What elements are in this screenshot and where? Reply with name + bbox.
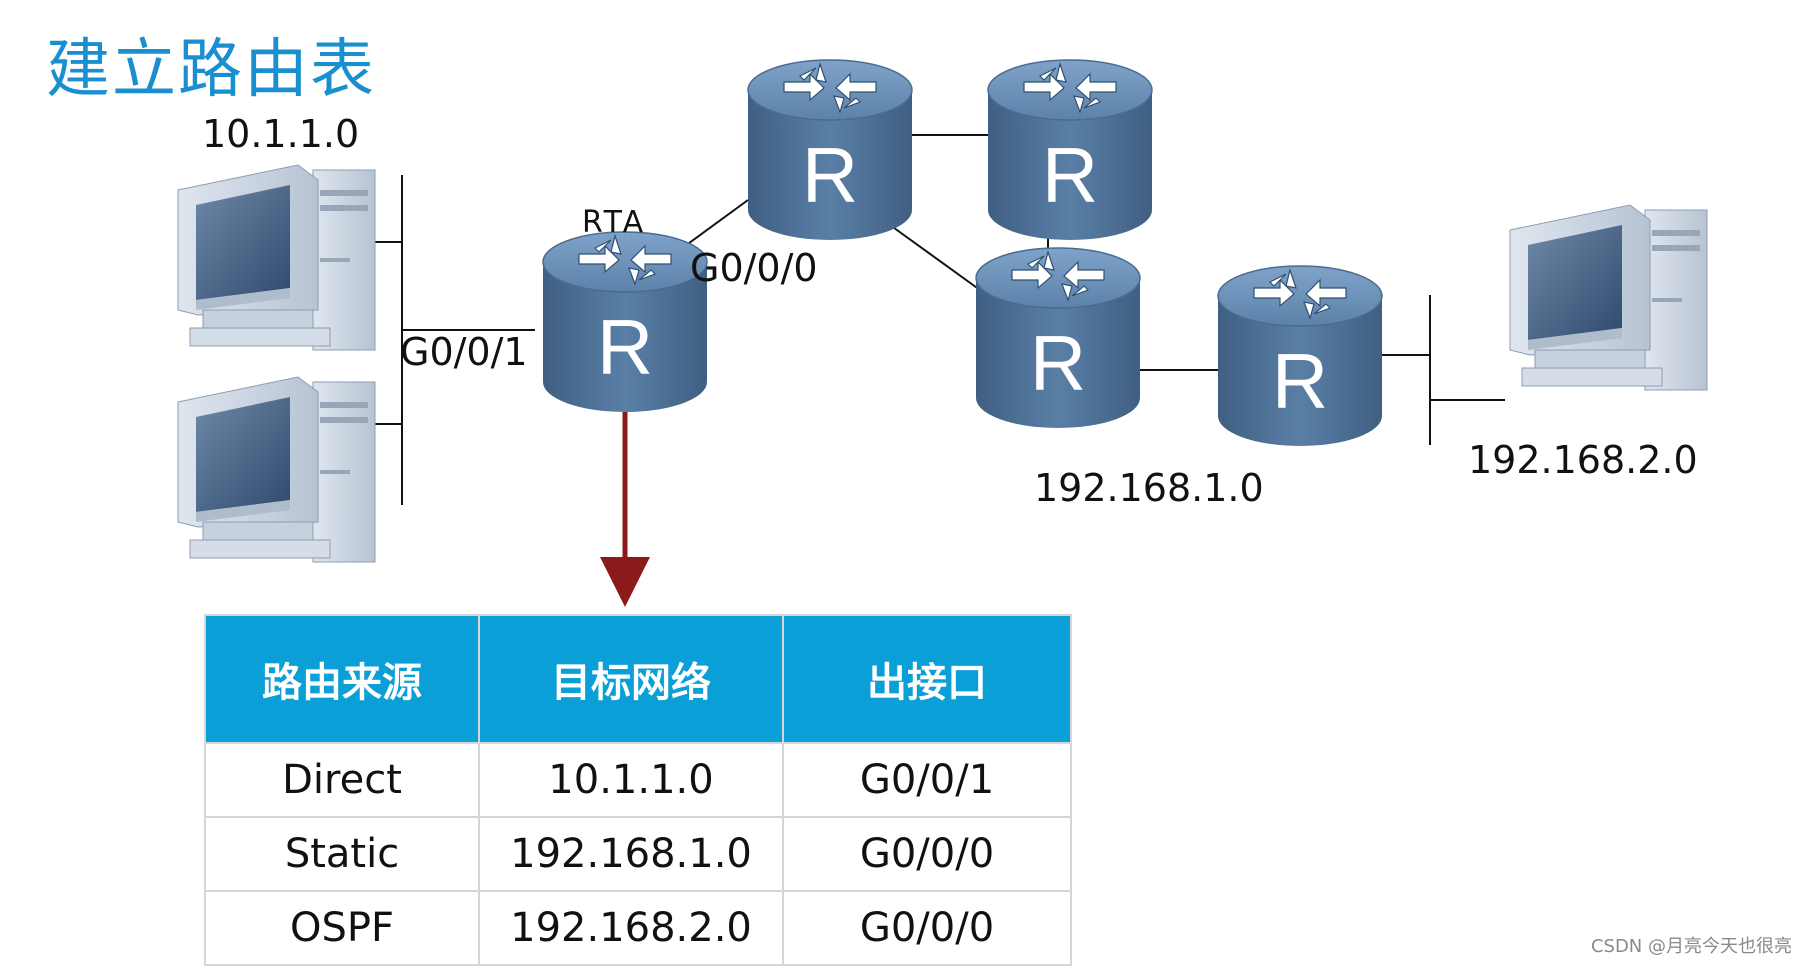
network-label-192-168-2-0: 192.168.2.0 — [1468, 438, 1698, 482]
router-arrows-icon — [1253, 267, 1347, 320]
watermark: CSDN @月亮今天也很亮 — [1590, 936, 1792, 957]
router-core-3: R — [975, 247, 1141, 428]
table-row: Static 192.168.1.0 G0/0/0 — [204, 816, 1072, 892]
page-title: 建立路由表 — [46, 33, 376, 107]
column-header: 出接口 — [782, 614, 1072, 744]
router-core-2: R — [987, 59, 1153, 240]
router-arrows-icon — [1023, 61, 1117, 114]
link-r1-r3 — [889, 224, 981, 291]
table-header-row: 路由来源 目标网络 出接口 — [204, 614, 1072, 744]
outgoing-interface: G0/0/0 — [782, 816, 1072, 892]
destination-network: 192.168.1.0 — [478, 816, 784, 892]
pc-icon — [177, 164, 376, 351]
table-row: OSPF 192.168.2.0 G0/0/0 — [204, 890, 1072, 966]
route-source: OSPF — [204, 890, 480, 966]
router-arrows-icon — [578, 233, 672, 286]
network-label-192-168-1-0: 192.168.1.0 — [1034, 466, 1264, 510]
route-source: Static — [204, 816, 480, 892]
router-rta: R — [542, 231, 708, 412]
router-arrows-icon — [1011, 249, 1105, 302]
router-glyph: R — [1042, 131, 1098, 219]
router-glyph: R — [802, 131, 858, 219]
destination-network: 192.168.2.0 — [478, 890, 784, 966]
router-edge: R — [1217, 265, 1383, 446]
router-glyph: R — [597, 303, 653, 391]
table-row: Direct 10.1.1.0 G0/0/1 — [204, 742, 1072, 818]
route-source: Direct — [204, 742, 480, 818]
routing-table: 路由来源 目标网络 出接口 Direct 10.1.1.0 G0/0/1 Sta… — [204, 614, 1072, 966]
interface-label-g001: G0/0/1 — [400, 330, 528, 374]
router-glyph: R — [1272, 337, 1328, 425]
outgoing-interface: G0/0/1 — [782, 742, 1072, 818]
interface-label-g000: G0/0/0 — [690, 246, 818, 290]
outgoing-interface: G0/0/0 — [782, 890, 1072, 966]
router-label-rta: RTA — [582, 205, 647, 240]
router-core-1: R — [747, 59, 913, 240]
network-label-10-1-1-0: 10.1.1.0 — [202, 112, 360, 156]
router-arrows-icon — [783, 61, 877, 114]
column-header: 路由来源 — [204, 614, 480, 744]
pc-icon — [177, 376, 376, 563]
router-glyph: R — [1030, 319, 1086, 407]
destination-network: 10.1.1.0 — [478, 742, 784, 818]
pc-icon — [1509, 204, 1708, 391]
routers: R R R R R — [542, 59, 1383, 446]
column-header: 目标网络 — [478, 614, 784, 744]
